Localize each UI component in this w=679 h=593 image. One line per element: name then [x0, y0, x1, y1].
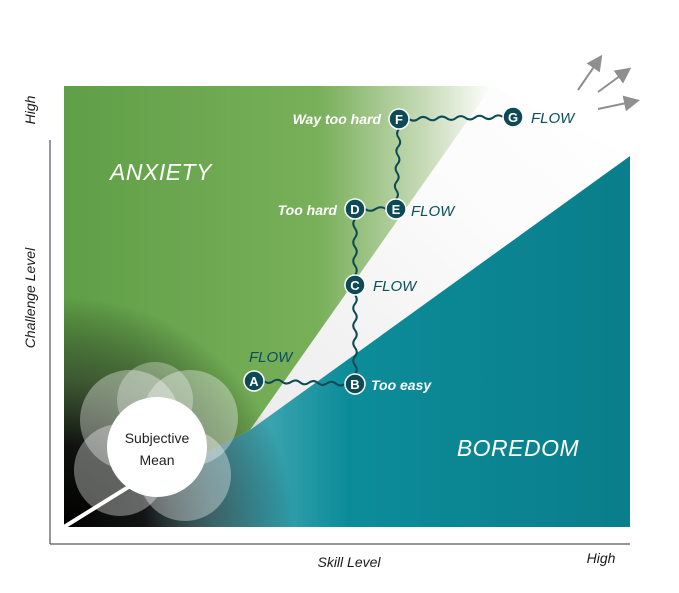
node-g: G FLOW	[502, 106, 576, 128]
trajectory-path	[263, 114, 504, 387]
node-c: C FLOW	[344, 274, 418, 296]
node-b-letter: B	[350, 377, 359, 392]
node-a-label: FLOW	[249, 349, 294, 366]
node-b: B Too easy	[344, 373, 432, 395]
node-a: A FLOW	[243, 349, 294, 392]
node-e-letter: E	[392, 202, 401, 217]
node-b-label: Too easy	[371, 377, 432, 393]
direction-arrows	[577, 54, 640, 112]
subjective-mean-line2: Mean	[139, 452, 174, 468]
node-e-label: FLOW	[411, 203, 456, 220]
subjective-mean-line1: Subjective	[125, 430, 190, 446]
subjective-mean-bubble: Subjective Mean	[62, 362, 238, 529]
node-c-letter: C	[350, 278, 360, 293]
node-g-label: FLOW	[531, 110, 576, 127]
y-axis-high-label: High	[22, 95, 38, 124]
node-e: E FLOW	[385, 198, 456, 220]
node-d-label: Too hard	[278, 202, 338, 218]
node-f-label: Way too hard	[293, 111, 382, 127]
node-d-letter: D	[350, 202, 359, 217]
node-f-letter: F	[395, 112, 403, 127]
x-axis-label: Skill Level	[317, 554, 381, 570]
node-a-letter: A	[249, 374, 259, 389]
node-c-label: FLOW	[373, 278, 418, 295]
node-g-letter: G	[508, 110, 518, 125]
node-d: D Too hard	[278, 198, 366, 220]
boredom-label: BOREDOM	[457, 435, 580, 461]
anxiety-label: ANXIETY	[108, 159, 213, 185]
y-axis-label: Challenge Level	[22, 247, 38, 348]
x-axis-high-label: High	[587, 550, 616, 566]
node-f: F Way too hard	[293, 108, 410, 130]
